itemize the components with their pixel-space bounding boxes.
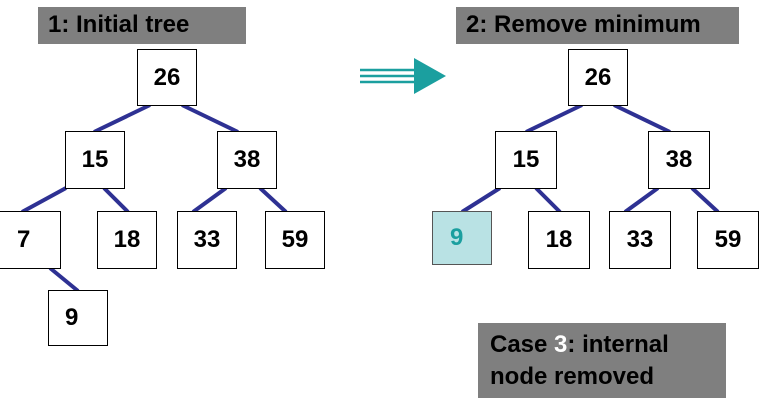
edge-15-18-left <box>102 186 130 214</box>
edge-38-33-left <box>191 186 228 214</box>
left-node-rr: 59 <box>265 211 325 269</box>
edge-26-15-left <box>93 103 151 134</box>
case-note: Case 3: internal node removed <box>478 323 726 398</box>
case-note-post: : internal <box>567 331 669 358</box>
edge-15-9-right <box>460 186 502 214</box>
edge-38-59-left <box>258 186 288 214</box>
edge-15-7-left <box>21 186 67 214</box>
panel-title-initial-tree: 1: Initial tree <box>38 7 246 44</box>
left-node-llr: 9 <box>48 290 108 346</box>
case-note-pre: Case <box>490 331 555 358</box>
right-node-r: 38 <box>648 131 710 189</box>
left-node-r: 38 <box>217 131 277 189</box>
edge-26-15-right <box>525 103 583 134</box>
right-node-rr: 59 <box>697 211 759 269</box>
left-node-rl: 33 <box>177 211 237 269</box>
edge-26-38-left <box>181 103 239 134</box>
edge-26-38-right <box>613 103 671 134</box>
right-node-root: 26 <box>568 49 628 106</box>
case-number: 3 <box>554 331 568 358</box>
left-node-ll: 7 <box>0 211 61 269</box>
left-node-lr: 18 <box>97 211 157 269</box>
transition-arrow-icon <box>360 58 446 94</box>
left-node-root: 26 <box>137 49 197 106</box>
panel-title-remove-minimum: 2: Remove minimum <box>456 7 739 44</box>
right-node-rl: 33 <box>609 211 671 269</box>
right-node-l: 15 <box>495 131 557 189</box>
case-note-line1: Case 3: internal <box>490 329 714 361</box>
left-node-l: 15 <box>65 131 125 189</box>
right-node-lr: 18 <box>528 211 590 269</box>
right-node-ll-highlighted: 9 <box>432 211 492 265</box>
case-note-line2: node removed <box>490 363 655 390</box>
edge-7-9-left <box>48 266 80 293</box>
edge-38-33-right <box>623 186 660 214</box>
edge-15-18-right <box>534 186 562 214</box>
edge-38-59-right <box>690 186 720 214</box>
